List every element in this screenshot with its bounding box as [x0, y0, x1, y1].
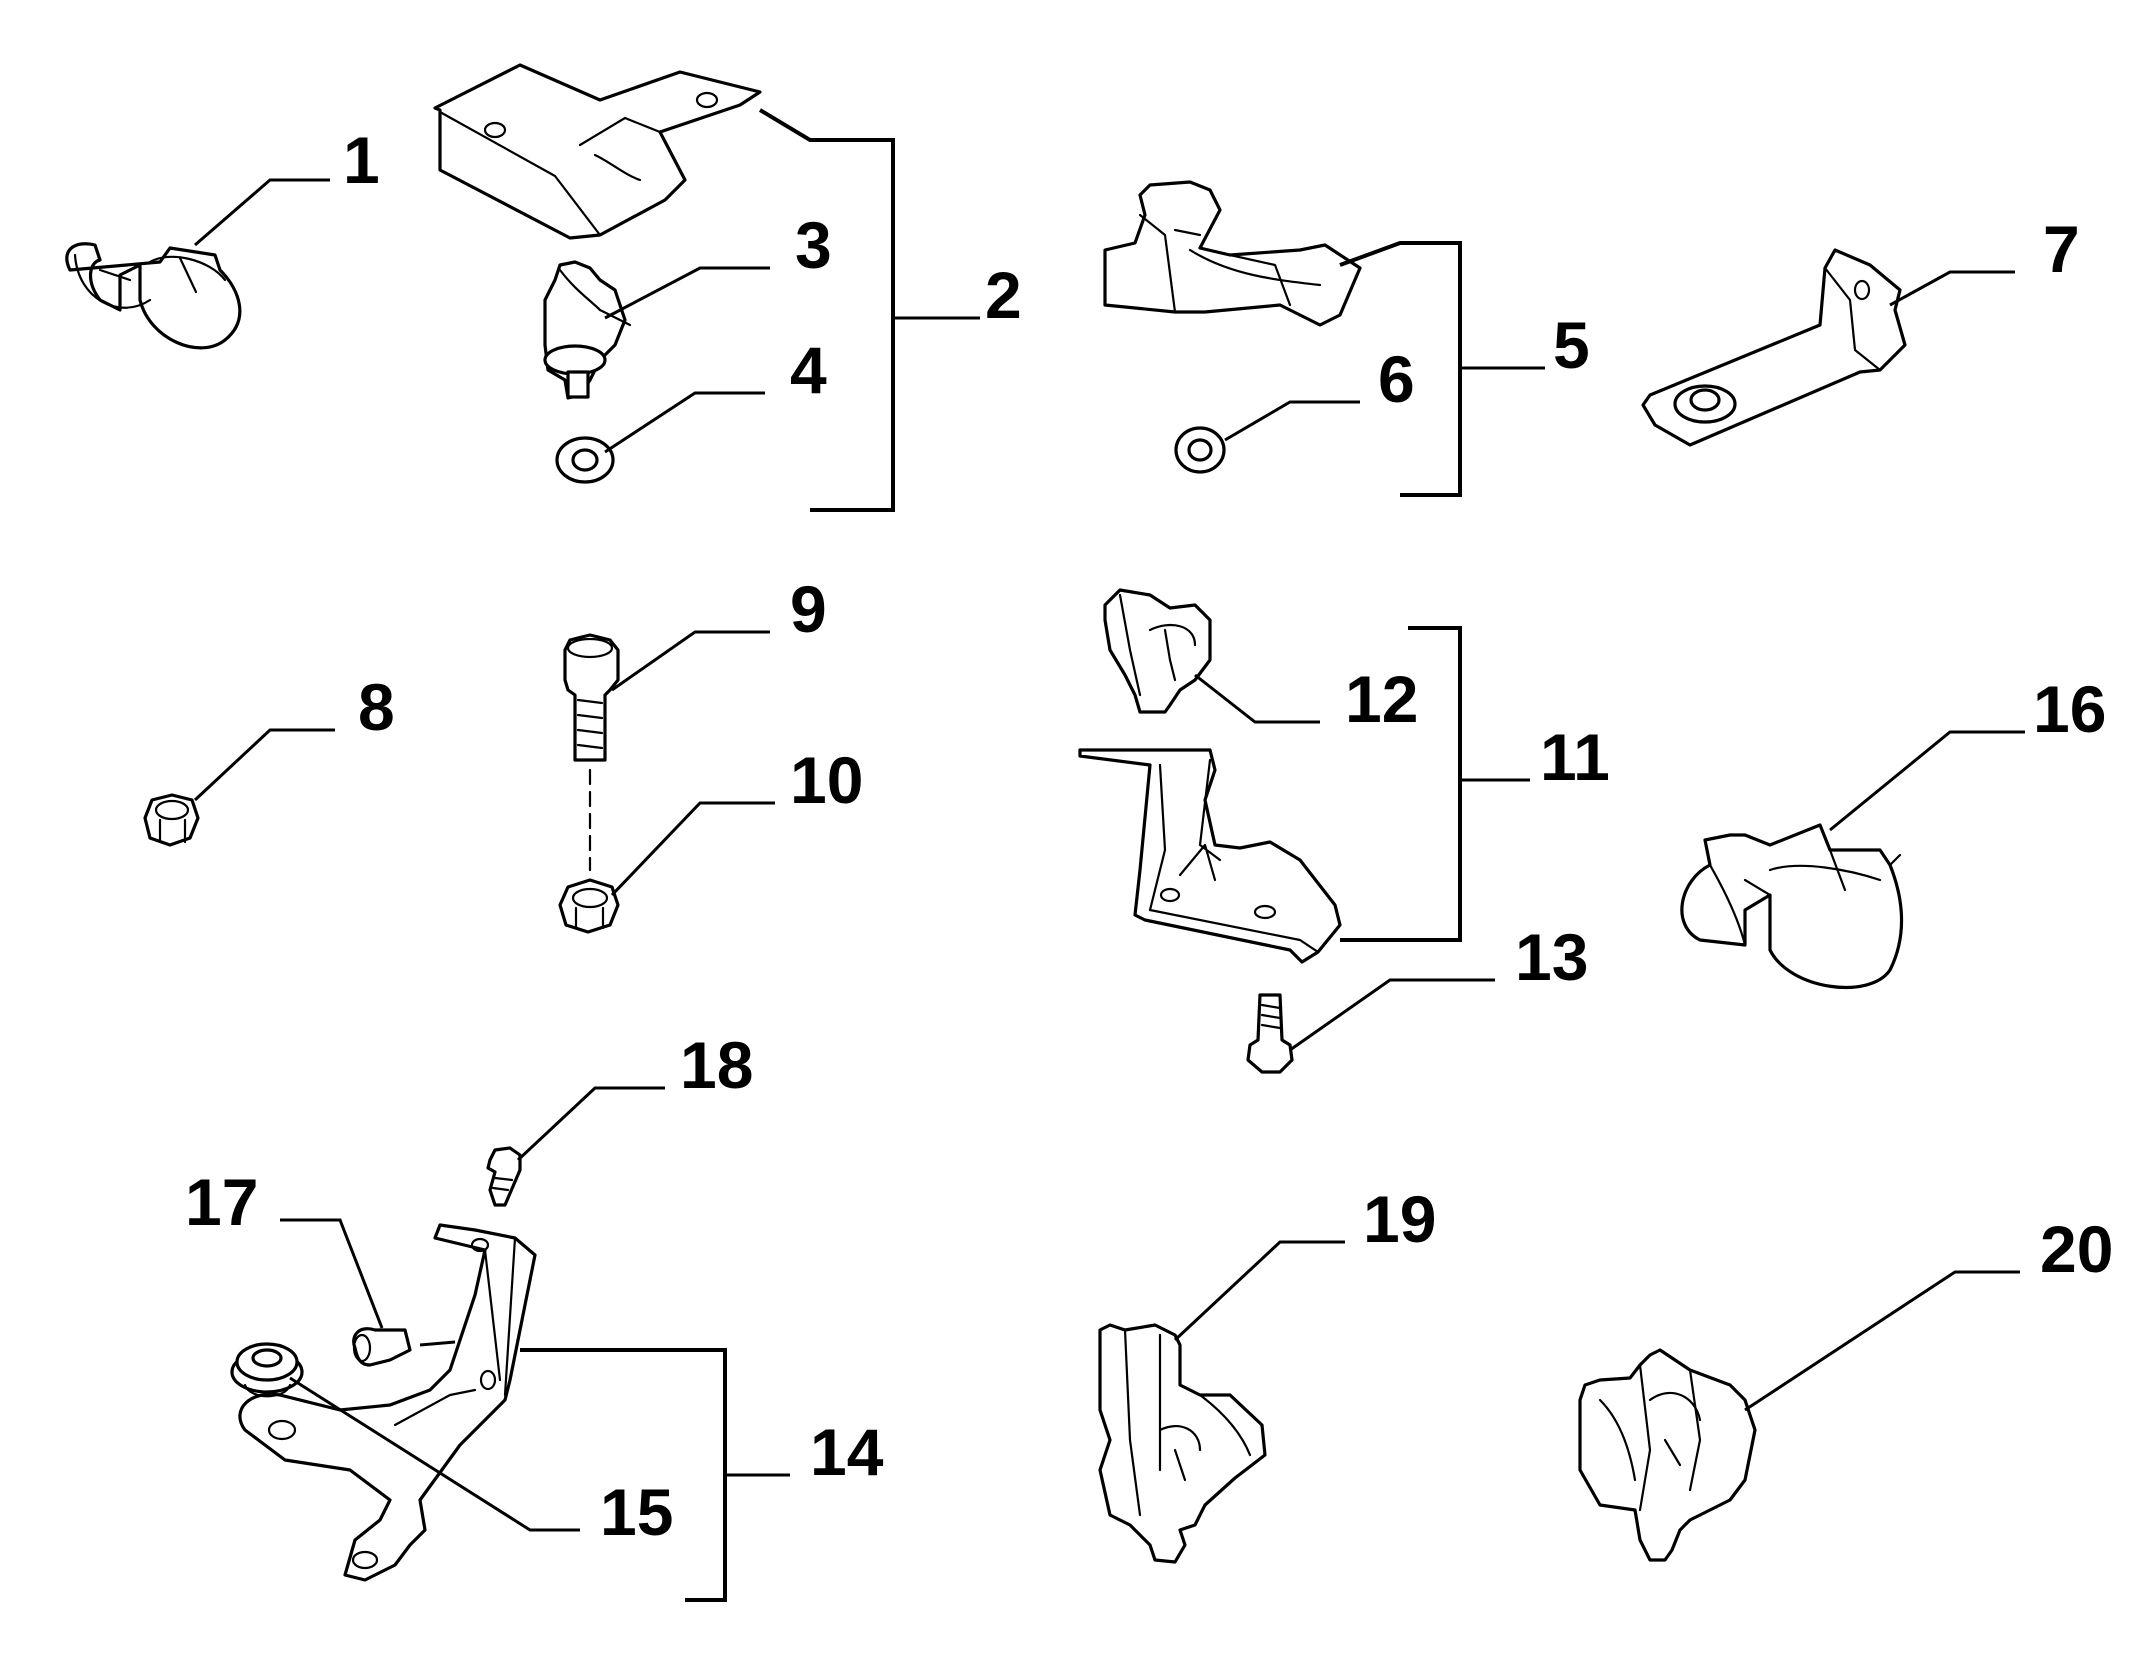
callout-16: 16	[2033, 672, 2106, 746]
callout-12: 12	[1345, 662, 1418, 736]
part-6-washer	[1174, 426, 1226, 474]
callout-6: 6	[1378, 342, 1415, 416]
callout-5: 5	[1553, 308, 1590, 382]
part-17-screw	[352, 1327, 412, 1367]
part-3-clip-fastener	[543, 260, 632, 400]
callout-3: 3	[795, 208, 832, 282]
callout-15: 15	[600, 1475, 673, 1549]
callout-14: 14	[810, 1415, 884, 1489]
callout-8: 8	[358, 670, 395, 744]
part-5-bracket	[1103, 180, 1362, 327]
part-16-pipe-clip	[1680, 823, 1904, 990]
callout-18: 18	[680, 1028, 753, 1102]
callout-7: 7	[2043, 212, 2080, 286]
callout-17: 17	[185, 1165, 258, 1239]
part-18-screw	[486, 1146, 522, 1207]
callout-2: 2	[985, 258, 1022, 332]
part-14-bracket	[238, 1223, 537, 1582]
part-9-bolt	[563, 633, 620, 872]
callout-10: 10	[790, 743, 863, 817]
part-4-washer	[555, 436, 615, 484]
part-1-pipe-clip	[65, 242, 242, 350]
part-15-grommet	[230, 1342, 304, 1398]
callout-19: 19	[1363, 1182, 1436, 1256]
callout-13: 13	[1515, 920, 1588, 994]
part-20-clip	[1578, 1348, 1757, 1562]
callout-11: 11	[1540, 720, 1610, 794]
part-7-bracket-plate	[1641, 248, 1907, 447]
callout-1: 1	[343, 123, 380, 197]
callout-9: 9	[790, 572, 827, 646]
part-8-nut	[143, 793, 200, 847]
part-12-clip	[1103, 588, 1212, 714]
callout-4: 4	[790, 333, 827, 407]
part-19-clip	[1098, 1323, 1267, 1564]
callout-20: 20	[2040, 1212, 2113, 1286]
part-13-screw	[1246, 993, 1294, 1074]
part-2-bracket-plate	[433, 63, 762, 240]
part-11-bracket	[1078, 748, 1342, 964]
callout-labels: 1 2 3 4 5 6 7 8 9 10 11 12 13 14 15 16 1…	[185, 123, 2113, 1549]
part-10-nut	[558, 878, 620, 934]
leader-lines	[193, 108, 2025, 1602]
